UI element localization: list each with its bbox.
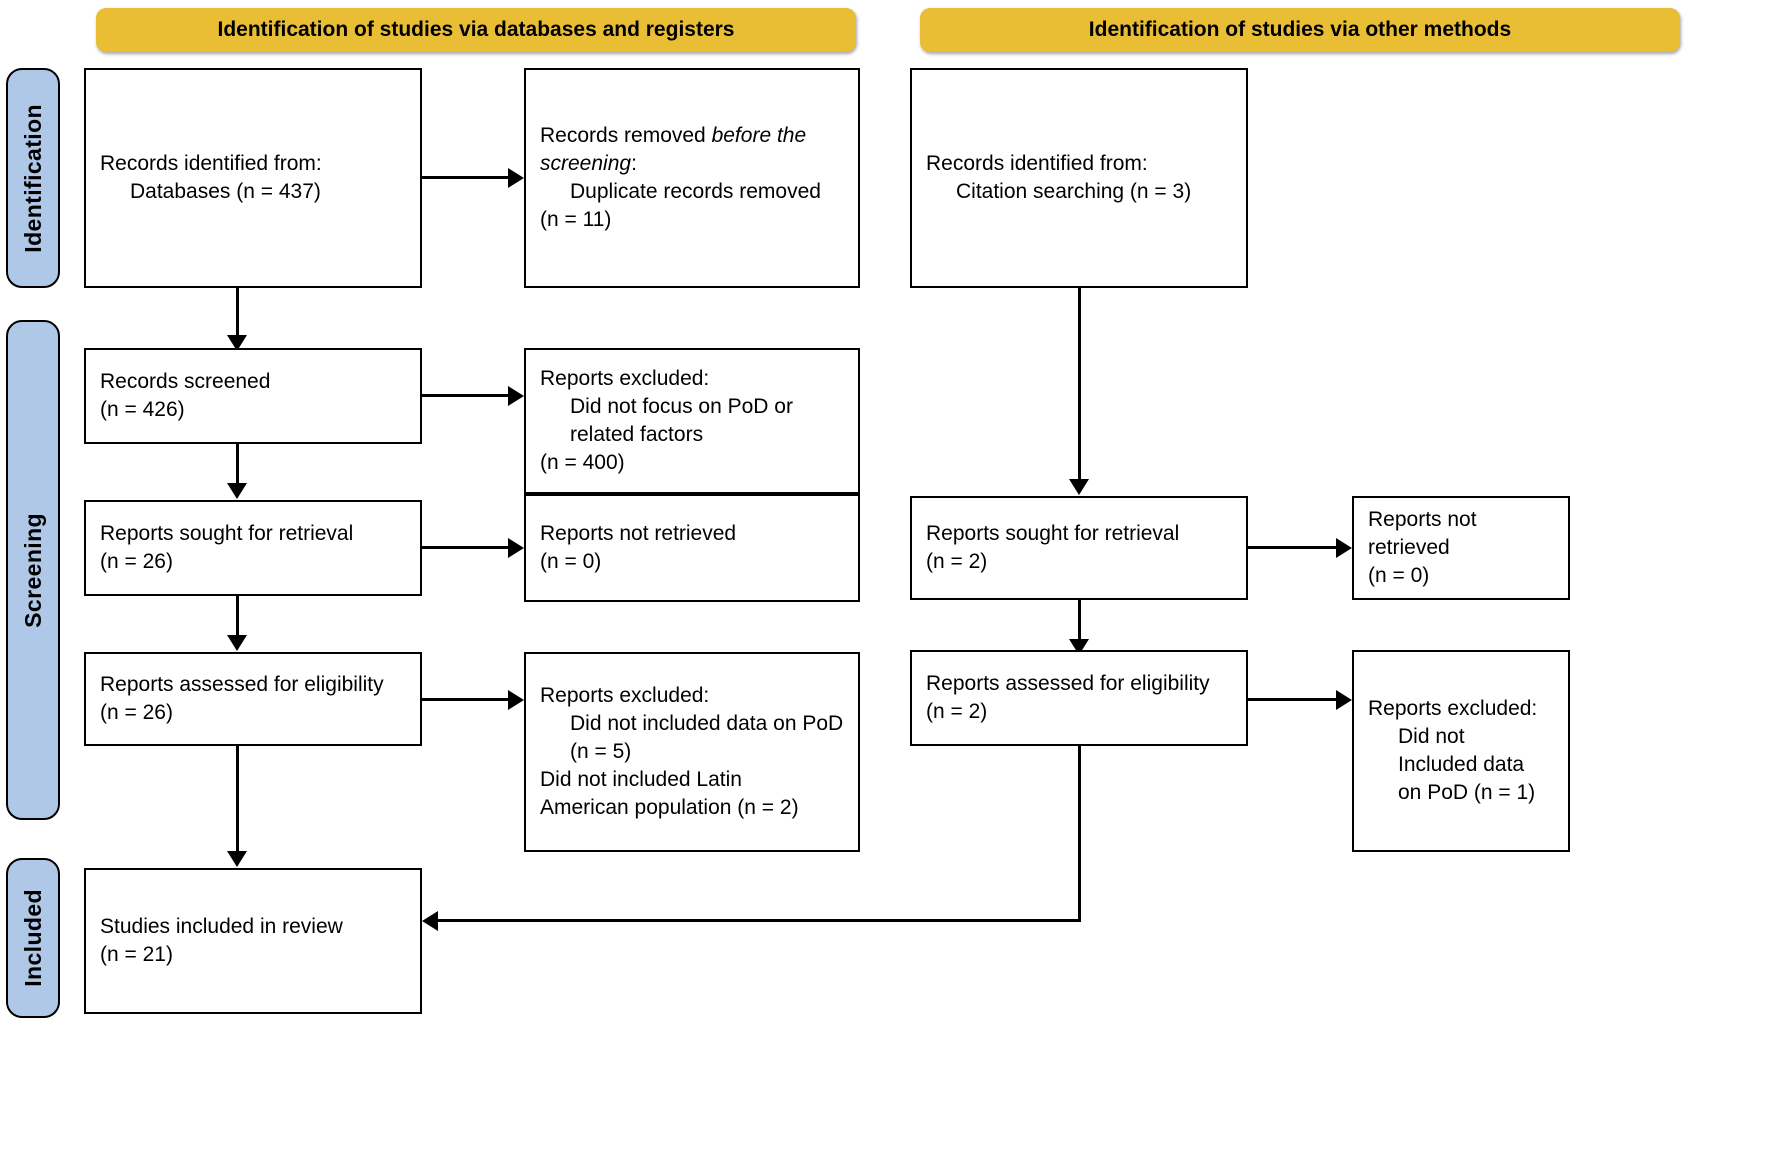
box-reports-not-retrieved-left: Reports not retrieved (n = 0) (524, 494, 860, 602)
connector-assessed-to-excluded-right (1248, 698, 1336, 701)
box-line: Reports assessed for eligibility (100, 672, 384, 696)
box-records-screened: Records screened (n = 426) (84, 348, 422, 444)
box-line: (n = 21) (100, 943, 173, 966)
arrowhead-screened-to-sought (227, 483, 247, 499)
box-line: Reports excluded: (540, 683, 710, 707)
box-line: (n = 2) (926, 700, 988, 723)
box-line: (n = 5) (570, 739, 632, 763)
connector-screened-to-sought (236, 444, 239, 488)
box-records-removed-before-screening: Records removed before the screening: Du… (524, 68, 860, 288)
box-line: Reports excluded: (1368, 696, 1538, 720)
connector-identified-to-removed (422, 176, 508, 179)
box-line: Did not included data on PoD (570, 711, 844, 735)
box-line: (n = 11) (540, 208, 612, 232)
box-reports-sought-left: Reports sought for retrieval (n = 26) (84, 500, 422, 596)
connector-screened-to-excluded (422, 394, 508, 397)
arrowhead-sought-to-notretrieved-left (508, 538, 524, 558)
connector-assessed-to-included (236, 746, 239, 856)
connector-assessed-right-elbow-vertical (1078, 746, 1081, 922)
box-studies-included: Studies included in review (n = 21) (84, 868, 422, 1014)
connector-sought-to-notretrieved-left (422, 546, 508, 549)
phase-pill-identification-label: Identification (19, 103, 46, 253)
box-line-text-italic: screening (540, 151, 632, 175)
arrowhead-elbow-into-included (422, 911, 438, 931)
connector-identified-to-screened (236, 288, 239, 340)
connector-other-to-sought-right (1078, 288, 1081, 484)
arrowhead-assessed-to-excluded-right (1336, 690, 1352, 710)
box-line-text-italic: before the (711, 123, 807, 147)
box-line: Records removed before the (540, 122, 844, 150)
phase-pill-identification: Identification (6, 68, 60, 288)
box-line: Reports excluded: (540, 366, 710, 390)
phase-pill-included-label: Included (19, 889, 46, 987)
box-reports-sought-right: Reports sought for retrieval (n = 2) (910, 496, 1248, 600)
box-line: Databases (n = 437) (130, 180, 321, 203)
box-line: Studies included in review (100, 914, 343, 938)
box-line: (n = 2) (926, 550, 988, 573)
box-reports-assessed-right: Reports assessed for eligibility (n = 2) (910, 650, 1248, 746)
box-reports-excluded-left: Reports excluded: Did not included data … (524, 652, 860, 852)
box-line: American population (n = 2) (540, 796, 799, 820)
box-reports-not-retrieved-right: Reports not retrieved (n = 0) (1352, 496, 1570, 600)
box-reports-excluded-screening: Reports excluded: Did not focus on PoD o… (524, 348, 860, 494)
arrowhead-identified-to-screened (227, 335, 247, 351)
connector-assessed-to-excluded-left (422, 698, 508, 701)
section-header-other-methods: Identification of studies via other meth… (920, 8, 1680, 52)
section-header-other-methods-label: Identification of studies via other meth… (1088, 18, 1512, 41)
box-line: Citation searching (n = 3) (956, 180, 1192, 203)
box-records-identified-other: Records identified from: Citation search… (910, 68, 1248, 288)
box-line: Did not included Latin (540, 768, 742, 792)
connector-sought-to-assessed-right (1078, 600, 1081, 644)
arrowhead-other-to-sought-right (1069, 479, 1089, 495)
connector-sought-to-notretrieved-right (1248, 546, 1336, 549)
box-line: Duplicate records removed (570, 180, 821, 203)
arrowhead-screened-to-excluded (508, 386, 524, 406)
section-header-databases-label: Identification of studies via databases … (217, 18, 735, 41)
arrowhead-sought-to-notretrieved-right (1336, 538, 1352, 558)
box-line: Reports sought for retrieval (100, 521, 354, 545)
box-line-text: Records removed (540, 123, 712, 147)
box-line: screening: (540, 150, 844, 178)
box-line: Records identified from: (100, 151, 322, 175)
box-line: Reports assessed for eligibility (926, 671, 1210, 695)
arrowhead-identified-to-removed (508, 168, 524, 188)
phase-pill-included: Included (6, 858, 60, 1018)
box-line: Included data (1398, 753, 1525, 776)
box-line: Did not (1398, 724, 1465, 748)
box-line: (n = 400) (540, 451, 625, 475)
connector-sought-to-assessed-left (236, 596, 239, 640)
connector-assessed-right-elbow-horizontal (438, 919, 1081, 922)
box-line: (n = 26) (100, 550, 173, 573)
box-line: Did not focus on PoD or (570, 394, 793, 418)
box-line: Records identified from: (926, 151, 1148, 175)
box-line: related factors (570, 423, 704, 446)
box-line: Reports not retrieved (540, 521, 737, 545)
arrowhead-sought-to-assessed-left (227, 635, 247, 651)
arrowhead-assessed-to-excluded-left (508, 690, 524, 710)
box-records-identified-databases: Records identified from: Databases (n = … (84, 68, 422, 288)
phase-pill-screening: Screening (6, 320, 60, 820)
box-line: (n = 0) (540, 550, 602, 573)
box-reports-assessed-left: Reports assessed for eligibility (n = 26… (84, 652, 422, 746)
box-line: Reports sought for retrieval (926, 521, 1180, 545)
box-line: Records screened (100, 369, 271, 393)
box-line: (n = 26) (100, 701, 173, 724)
box-line: on PoD (n = 1) (1398, 781, 1536, 805)
box-line: Reports not (1368, 507, 1477, 531)
arrowhead-assessed-to-included (227, 851, 247, 867)
box-reports-excluded-right: Reports excluded: Did not Included data … (1352, 650, 1570, 852)
box-line: (n = 426) (100, 398, 185, 421)
phase-pill-screening-label: Screening (19, 512, 46, 628)
box-line: (n = 0) (1368, 564, 1430, 588)
box-line-text: : (631, 151, 637, 175)
box-line: retrieved (1368, 535, 1450, 559)
section-header-databases: Identification of studies via databases … (96, 8, 856, 52)
